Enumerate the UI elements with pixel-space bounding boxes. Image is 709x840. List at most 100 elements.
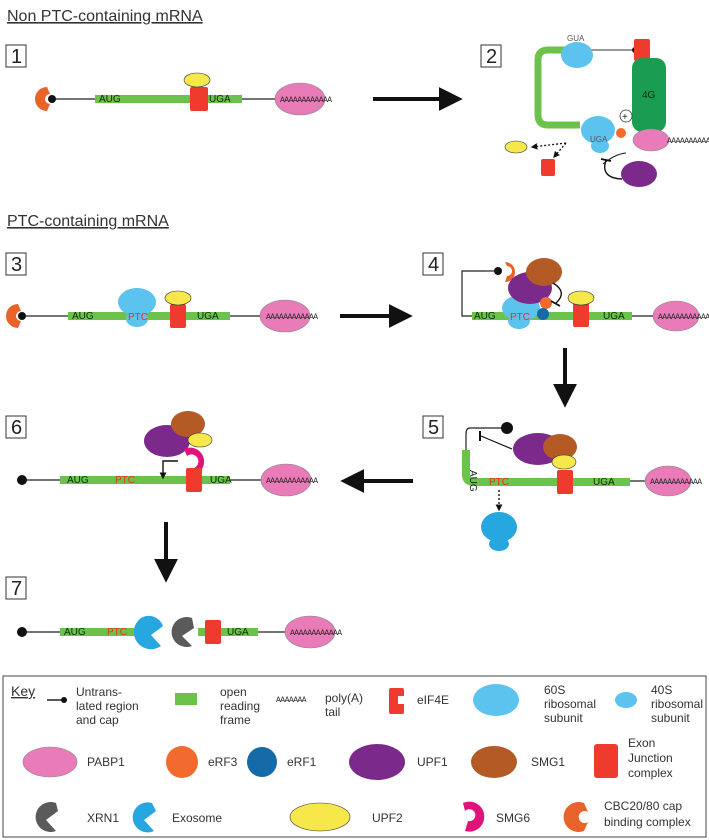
svg-text:5: 5 [428, 417, 439, 439]
svg-text:60S: 60S [544, 683, 565, 697]
step-box-6: 6 [5, 415, 27, 439]
svg-text:7: 7 [11, 578, 22, 600]
step-box-1: 1 [5, 44, 27, 68]
exosome-icon [133, 615, 163, 650]
cbc-cap-binding-icon [6, 304, 21, 328]
upf2-icon [289, 802, 351, 832]
svg-text:reading: reading [220, 699, 260, 713]
step-2-circular-mrna: GUA 4G UGA + AAAAAAAAAAAA [504, 34, 709, 187]
smg6-icon [463, 801, 485, 832]
svg-text:binding complex: binding complex [604, 815, 691, 829]
svg-text:+: + [622, 112, 628, 123]
svg-text:UGA: UGA [210, 475, 232, 486]
cbc-cap-binding-icon [35, 87, 50, 111]
eif4g-icon [632, 58, 666, 132]
60s-ribosomal-subunit-icon [473, 684, 519, 716]
svg-text:AAAAAAAAAAAA: AAAAAAAAAAAA [667, 137, 709, 146]
svg-text:Junction: Junction [628, 751, 673, 765]
exon-junction-complex-icon [573, 303, 589, 327]
key-legend: Key Untrans- lated region and cap open r… [2, 675, 707, 838]
40s-ribosomal-subunit-icon [508, 313, 530, 329]
upf2-icon [183, 72, 211, 88]
key-item-erf3: eRF3 [166, 746, 238, 778]
exon-junction-complex-icon [205, 620, 221, 644]
svg-text:frame: frame [220, 713, 251, 727]
key-item-exosome: Exosome [132, 802, 222, 833]
key-item-smg6: SMG6 [463, 801, 530, 832]
xrn1-icon [35, 802, 58, 832]
exon-junction-complex-icon [186, 468, 202, 492]
svg-text:PTC: PTC [115, 475, 135, 486]
svg-text:4: 4 [428, 254, 439, 276]
svg-text:complex: complex [628, 766, 673, 780]
svg-text:UGA: UGA [590, 135, 608, 144]
svg-text:UGA: UGA [209, 94, 231, 105]
smg1-icon [526, 258, 562, 286]
smg1-icon [471, 746, 517, 778]
40s-ribosomal-subunit-icon [561, 42, 593, 68]
erf1-icon [247, 747, 277, 777]
cap-icon [48, 95, 56, 103]
exosome-icon [132, 802, 156, 833]
svg-text:and cap: and cap [76, 713, 119, 727]
cap-icon [17, 627, 27, 637]
exon-junction-complex-icon [594, 744, 618, 778]
key-item-pabp1: PABP1 [22, 746, 125, 778]
svg-text:tail: tail [325, 705, 340, 719]
eif4e-icon [634, 39, 650, 61]
key-item-ejc: Exon Junction complex [594, 736, 673, 780]
upf2-icon [551, 454, 577, 470]
pabp1-icon [644, 465, 692, 497]
svg-text:6: 6 [11, 417, 22, 439]
svg-text:lated region: lated region [76, 699, 139, 713]
40s-ribosomal-subunit-icon [591, 139, 609, 153]
non-ptc-section-title: Non PTC-containing mRNA [7, 8, 203, 25]
svg-text:SMG6: SMG6 [496, 811, 530, 825]
upf2-icon [504, 140, 528, 154]
cap-icon [17, 475, 27, 485]
smg1-icon [543, 434, 577, 460]
svg-text:2: 2 [486, 46, 497, 68]
svg-text:GUA: GUA [567, 34, 585, 43]
40s-ribosomal-subunit-icon [126, 311, 148, 327]
key-item-erf1: eRF1 [247, 747, 317, 777]
key-item-polya: AAAAAAA poly(A) tail [276, 691, 363, 719]
svg-text:Exon: Exon [628, 736, 655, 750]
svg-text:AAAAAAAAAAAA: AAAAAAAAAAAA [650, 478, 702, 487]
pabp1-icon [284, 615, 336, 649]
erf3-icon [540, 297, 552, 309]
svg-text:AAAAAAAAAAAA: AAAAAAAAAAAA [266, 313, 318, 322]
step-box-4: 4 [422, 252, 444, 276]
upf2-icon [164, 290, 192, 306]
svg-text:PABP1: PABP1 [87, 755, 125, 769]
step-box-2: 2 [480, 44, 502, 68]
svg-text:poly(A): poly(A) [325, 691, 363, 705]
40s-ribosomal-subunit-icon [489, 537, 509, 551]
60s-ribosomal-subunit-icon [118, 288, 156, 316]
step-box-5: 5 [422, 415, 444, 439]
upf1-icon [349, 744, 405, 780]
svg-text:subunit: subunit [544, 711, 583, 725]
exon-junction-complex-icon [541, 159, 555, 176]
svg-text:XRN1: XRN1 [87, 811, 119, 825]
key-item-smg1: SMG1 [471, 746, 565, 778]
pabp1-icon [260, 463, 312, 497]
svg-text:UGA: UGA [227, 627, 249, 638]
pabp1-icon [632, 128, 670, 152]
step-4-mrna: AUG PTC UGA AAAAAAAAAAAA [461, 258, 709, 332]
key-item-orf: open reading frame [175, 685, 260, 727]
step-1-mrna: AUG UGA AAAAAAAAAAAA [35, 72, 333, 116]
svg-text:3: 3 [11, 254, 22, 276]
key-item-60s: 60S ribosomal subunit [473, 683, 596, 725]
step-box-7: 7 [5, 576, 27, 600]
svg-text:UGA: UGA [197, 311, 219, 322]
svg-text:UGA: UGA [593, 477, 615, 488]
key-item-eif4e: eIF4E [389, 688, 449, 714]
svg-text:40S: 40S [651, 683, 672, 697]
svg-text:ribosomal: ribosomal [544, 697, 596, 711]
step-3-mrna: AUG PTC UGA AAAAAAAAAAAA [6, 288, 319, 333]
exon-junction-complex-icon [190, 87, 208, 111]
svg-text:PTC: PTC [510, 312, 530, 323]
svg-text:Untrans-: Untrans- [76, 685, 122, 699]
